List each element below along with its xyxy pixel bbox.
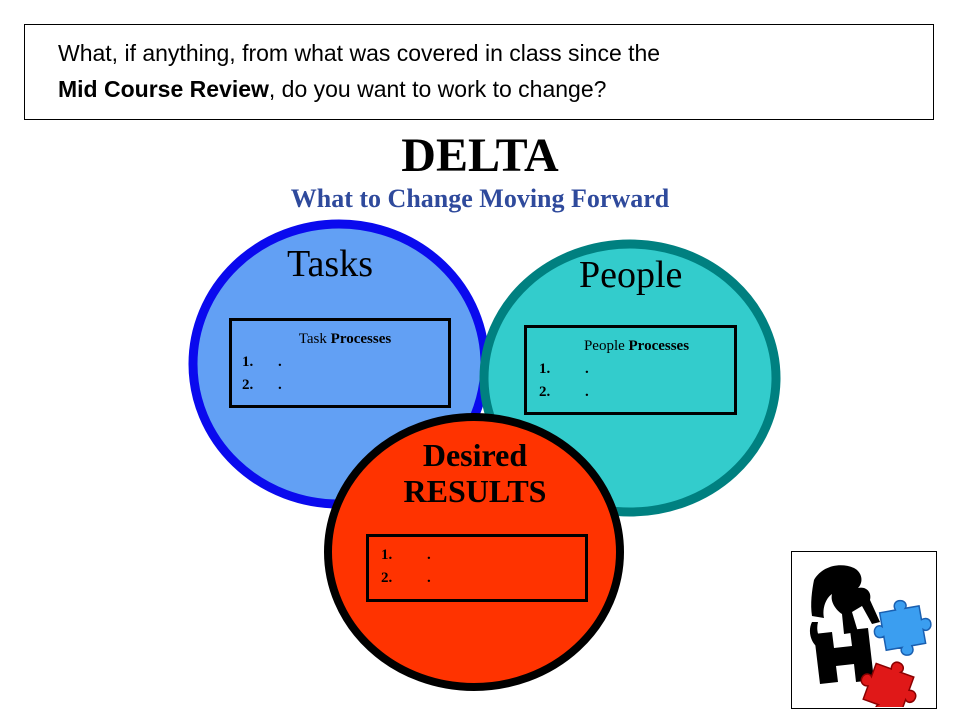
people-item-1: 1..	[539, 361, 589, 377]
results-item-2: 2..	[381, 570, 431, 586]
page-subtitle: What to Change Moving Forward	[290, 184, 670, 213]
blue-puzzle-piece-icon	[873, 599, 932, 656]
page-title: DELTA	[401, 129, 559, 182]
question-rest-text: , do you want to work to change?	[268, 76, 607, 102]
logo-graphic	[809, 565, 932, 716]
tasks-item-1: 1..	[242, 354, 282, 370]
question-line-1: What, if anything, from what was covered…	[58, 40, 661, 66]
tasks-item-2: 2..	[242, 377, 282, 393]
results-item-1: 1..	[381, 547, 431, 563]
logo	[791, 551, 937, 716]
question-box: What, if anything, from what was covered…	[24, 24, 934, 120]
tasks-label: Tasks	[287, 243, 374, 285]
people-item-2: 2..	[539, 384, 589, 400]
question-bold-text: Mid Course Review	[58, 76, 269, 102]
results-box: 1.. 2..	[366, 534, 588, 602]
people-process-box: People Processes 1.. 2..	[524, 325, 737, 415]
people-process-title: People Processes	[583, 338, 690, 354]
results-label-line-2: RESULTS	[403, 473, 547, 509]
tasks-process-box: Task Processes 1.. 2..	[229, 318, 451, 408]
results-circle	[324, 413, 624, 691]
people-label: People	[579, 254, 683, 296]
question-line-2: Mid Course Review, do you want to work t…	[58, 71, 933, 107]
h-letter-icon	[814, 628, 874, 684]
tasks-process-title: Task Processes	[298, 331, 392, 347]
results-label-line-1: Desired	[422, 437, 528, 473]
